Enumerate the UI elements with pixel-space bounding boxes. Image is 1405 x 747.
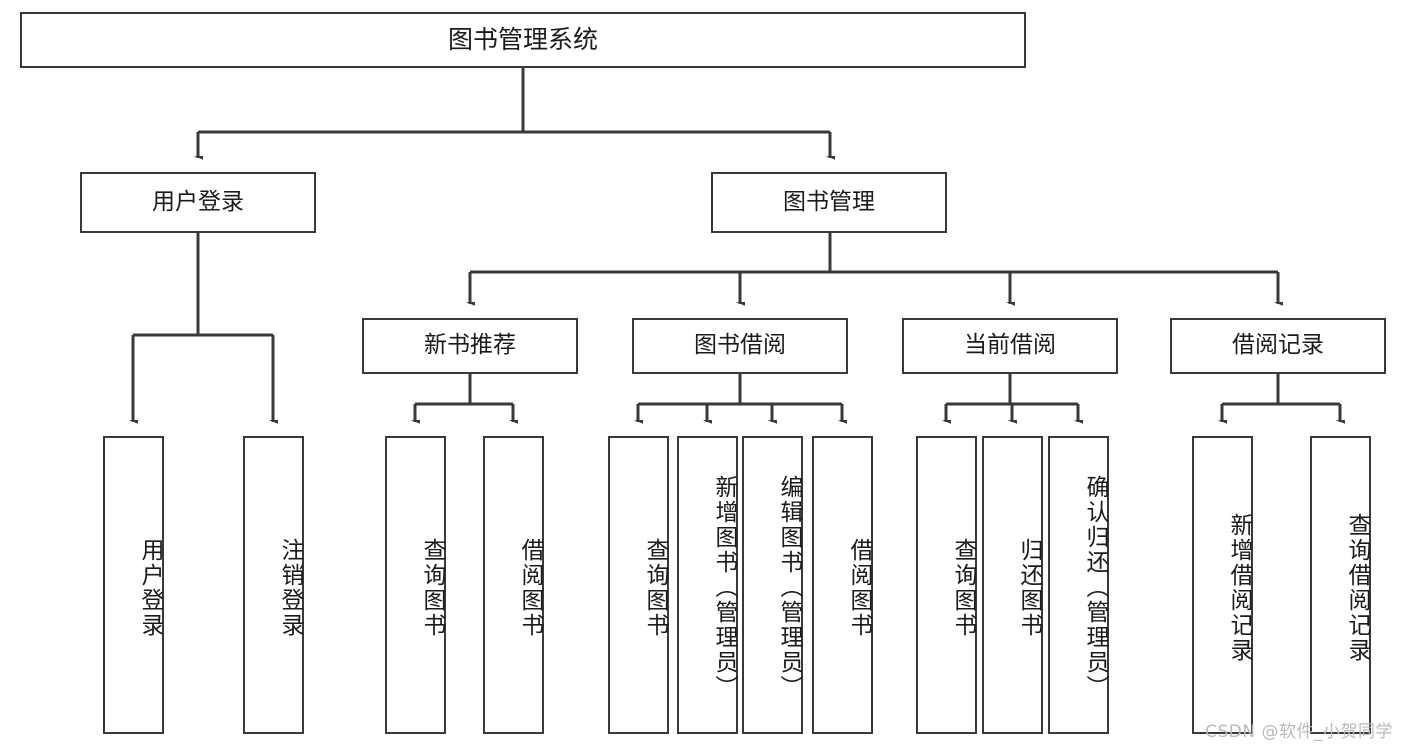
leaf-borrow-book-recommend[interactable]: 借阅图书: [483, 436, 544, 734]
node-book-borrow[interactable]: 图书借阅: [632, 318, 848, 374]
node-borrow-record[interactable]: 借阅记录: [1170, 318, 1386, 374]
leaf-borrow-book[interactable]: 借阅图书: [812, 436, 873, 734]
leaf-logout-login[interactable]: 注销登录: [243, 436, 304, 734]
leaf-query-book-recommend[interactable]: 查询图书: [385, 436, 446, 734]
leaf-user-login[interactable]: 用户登录: [103, 436, 164, 734]
leaf-edit-book-admin[interactable]: 编辑图书（管理员）: [742, 436, 803, 734]
leaf-confirm-return-admin[interactable]: 确认归还（管理员）: [1048, 436, 1109, 734]
csdn-watermark: CSDN @软件_小贺同学: [1205, 722, 1393, 742]
node-current-borrow[interactable]: 当前借阅: [902, 318, 1118, 374]
leaf-query-book-current[interactable]: 查询图书: [916, 436, 977, 734]
leaf-return-book[interactable]: 归还图书: [982, 436, 1043, 734]
node-book-management[interactable]: 图书管理: [711, 172, 947, 233]
leaf-query-book-borrow[interactable]: 查询图书: [608, 436, 669, 734]
leaf-add-borrow-record[interactable]: 新增借阅记录: [1192, 436, 1253, 734]
node-root[interactable]: 图书管理系统: [20, 12, 1026, 68]
leaf-add-book-admin[interactable]: 新增图书（管理员）: [677, 436, 738, 734]
node-user-login[interactable]: 用户登录: [80, 172, 316, 233]
node-new-book-recommend[interactable]: 新书推荐: [362, 318, 578, 374]
leaf-query-borrow-record[interactable]: 查询借阅记录: [1310, 436, 1371, 734]
